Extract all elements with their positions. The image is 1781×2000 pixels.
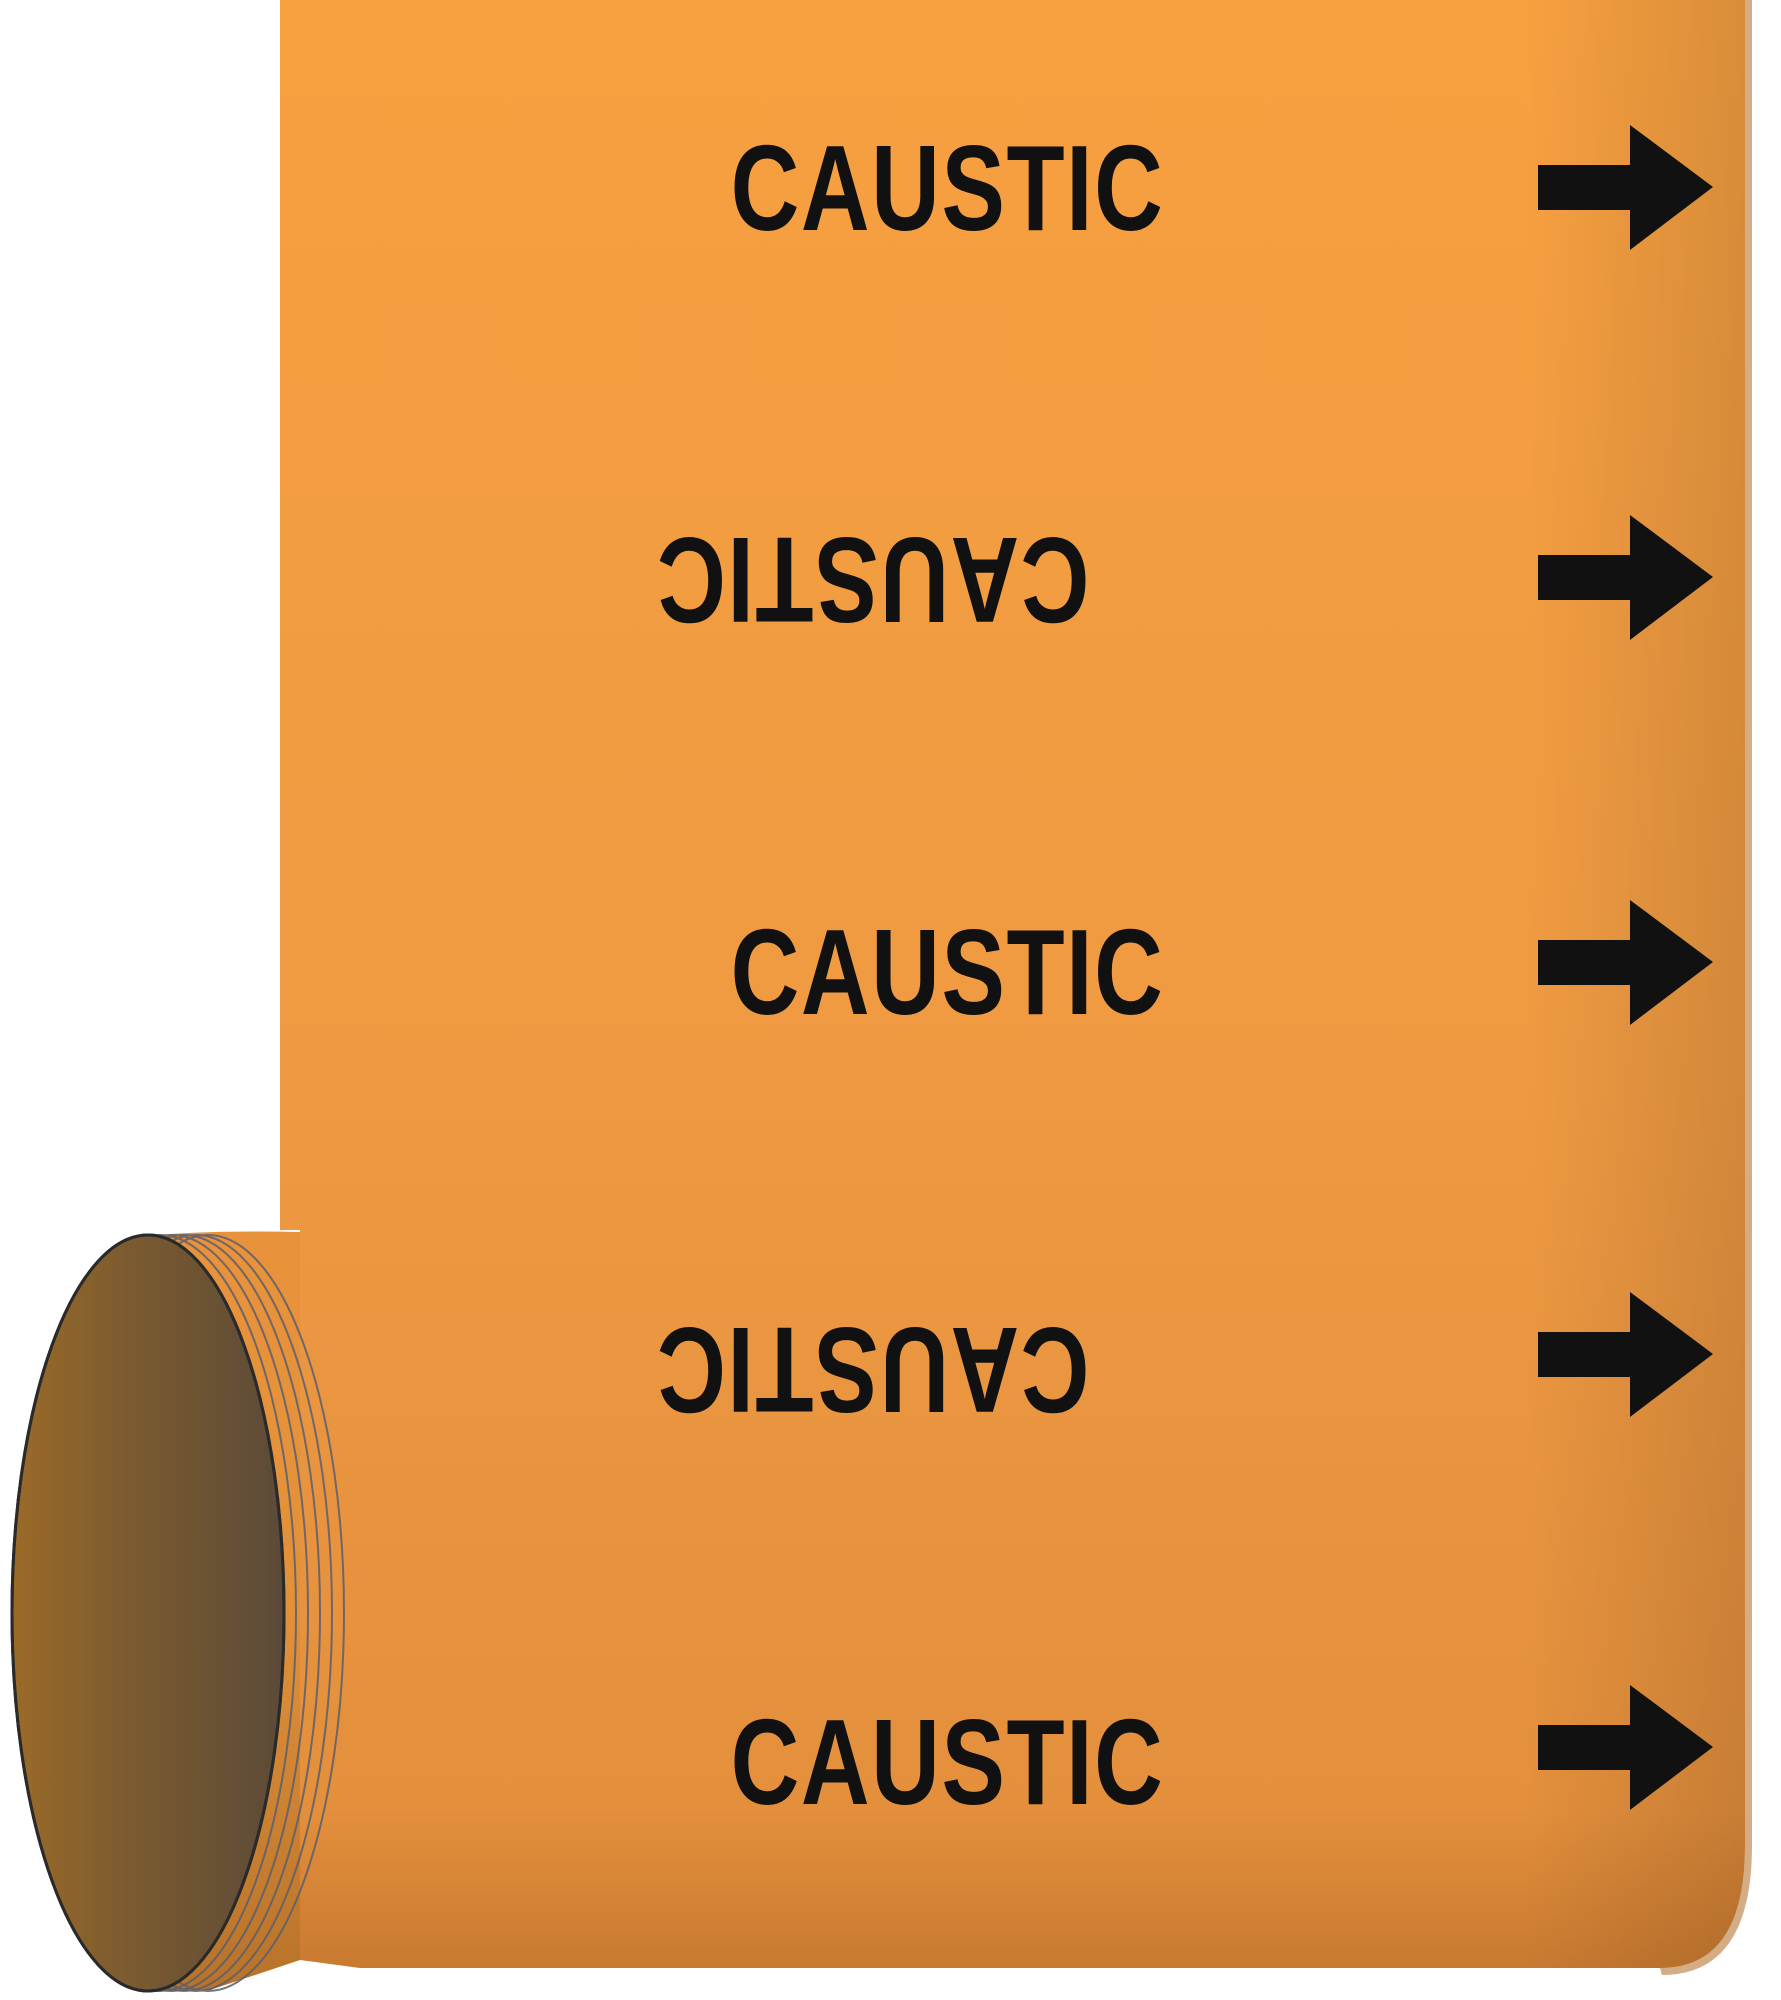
arrow-right-icon: [1538, 900, 1713, 1025]
marker-text: CAUSTIC: [730, 1694, 1165, 1830]
marker-text: CAUSTIC: [730, 120, 1165, 256]
arrow-right-icon: [1538, 125, 1713, 250]
marker-text: CAUSTIC: [730, 904, 1165, 1040]
arrow-right-icon: [1538, 1292, 1713, 1417]
arrow-right-icon: [1538, 1685, 1713, 1810]
arrow-right-icon: [1538, 515, 1713, 640]
marker-text: CAUSTIC: [655, 512, 1090, 648]
marker-text: CAUSTIC: [655, 1302, 1090, 1438]
